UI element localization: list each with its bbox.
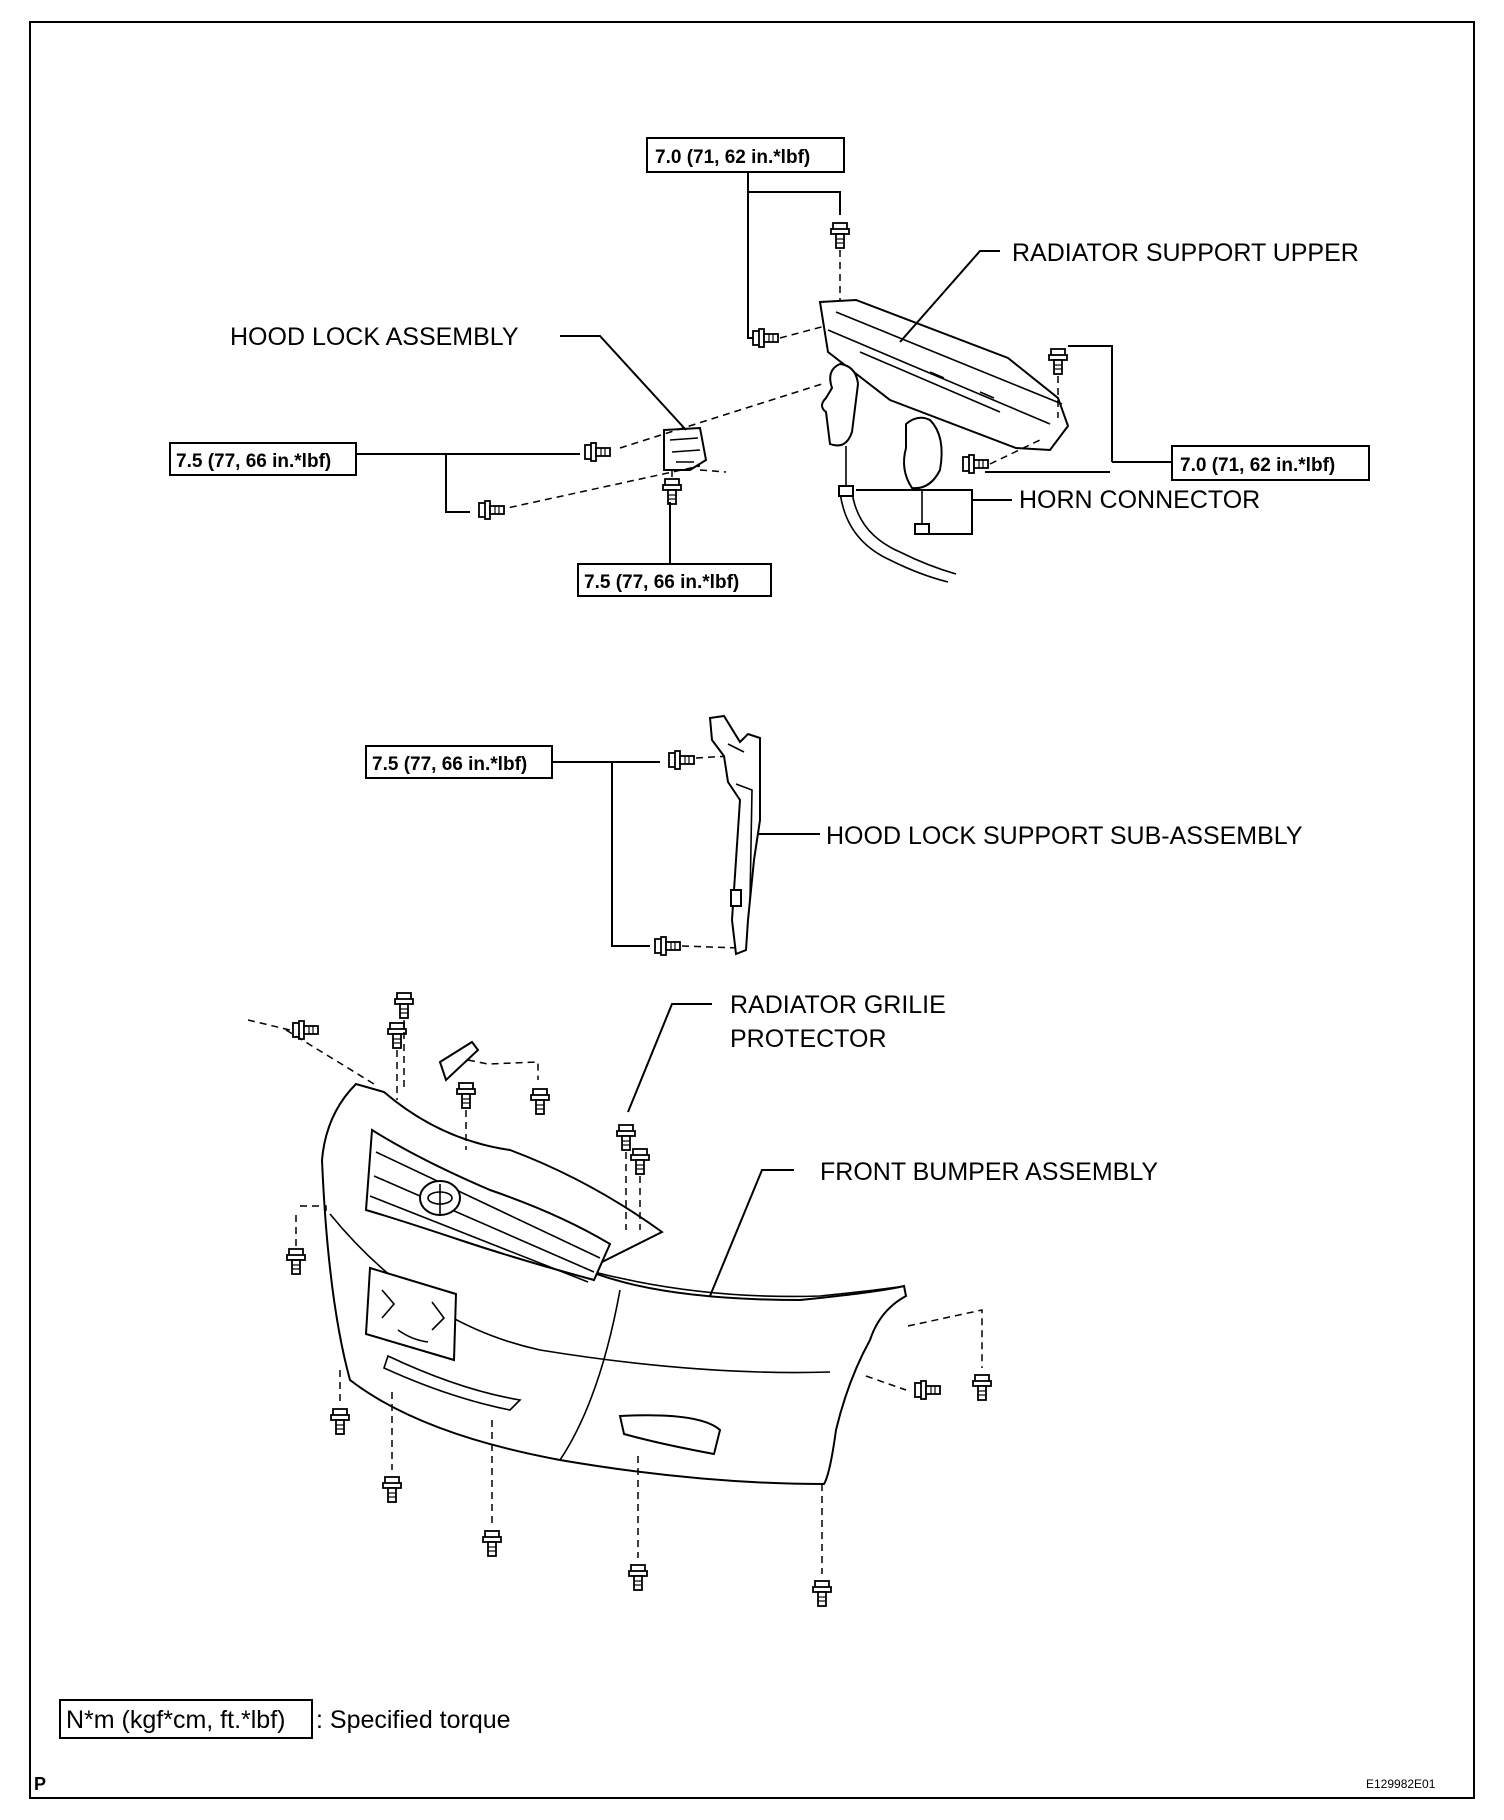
bolt-icon <box>668 750 695 770</box>
bumper-upper-flange <box>438 1040 480 1082</box>
bolt-icon <box>962 454 989 474</box>
bolt-icon <box>662 478 682 505</box>
page-frame <box>29 21 1475 1799</box>
bolt-icon <box>654 936 681 956</box>
label-radiator-grille-protector-2: PROTECTOR <box>730 1025 887 1053</box>
torque-box-right: 7.0 (71, 62 in.*lbf) <box>1171 445 1370 481</box>
label-hood-lock-support: HOOD LOCK SUPPORT SUB-ASSEMBLY <box>826 822 1303 850</box>
label-radiator-grille-protector-1: RADIATOR GRILIE <box>730 991 946 1019</box>
torque-label: 7.5 (77, 66 in.*lbf) <box>584 572 739 593</box>
torque-label: 7.0 (71, 62 in.*lbf) <box>1180 455 1335 476</box>
bolt-icon <box>584 442 611 462</box>
torque-label: 7.5 (77, 66 in.*lbf) <box>176 451 331 472</box>
radiator-support-upper <box>818 298 1070 452</box>
figure-code: E129982E01 <box>1366 1777 1436 1791</box>
hood-lock-assembly <box>663 426 708 471</box>
torque-box-top: 7.0 (71, 62 in.*lbf) <box>646 137 845 173</box>
legend: N*m (kgf*cm, ft.*lbf) : Specified torque <box>59 1699 511 1739</box>
label-front-bumper-assembly: FRONT BUMPER ASSEMBLY <box>820 1158 1158 1186</box>
label-horn-connector: HORN CONNECTOR <box>1019 486 1260 514</box>
legend-unit: N*m (kgf*cm, ft.*lbf) <box>66 1706 285 1734</box>
bolt-icon <box>1048 348 1068 375</box>
torque-box-left: 7.5 (77, 66 in.*lbf) <box>169 442 357 476</box>
horn-left <box>821 362 860 447</box>
bolt-icon <box>478 500 505 520</box>
corner-mark: P <box>34 1774 46 1794</box>
torque-box-middle: 7.5 (77, 66 in.*lbf) <box>365 745 553 779</box>
bolt-icon <box>752 328 779 348</box>
horn-right <box>903 416 943 490</box>
horn-wire-harness <box>839 491 957 583</box>
torque-box-bottom-center: 7.5 (77, 66 in.*lbf) <box>577 563 772 597</box>
hood-lock-support-sub-assembly <box>708 714 761 956</box>
license-plate-area <box>364 1266 458 1362</box>
fog-lamp-opening <box>618 1414 722 1456</box>
torque-label: 7.0 (71, 62 in.*lbf) <box>655 147 810 168</box>
legend-description: : Specified torque <box>316 1706 511 1734</box>
label-radiator-support-upper: RADIATOR SUPPORT UPPER <box>1012 239 1359 267</box>
torque-label: 7.5 (77, 66 in.*lbf) <box>372 754 527 775</box>
bolt-icon <box>830 222 850 249</box>
label-hood-lock-assembly: HOOD LOCK ASSEMBLY <box>230 323 519 351</box>
